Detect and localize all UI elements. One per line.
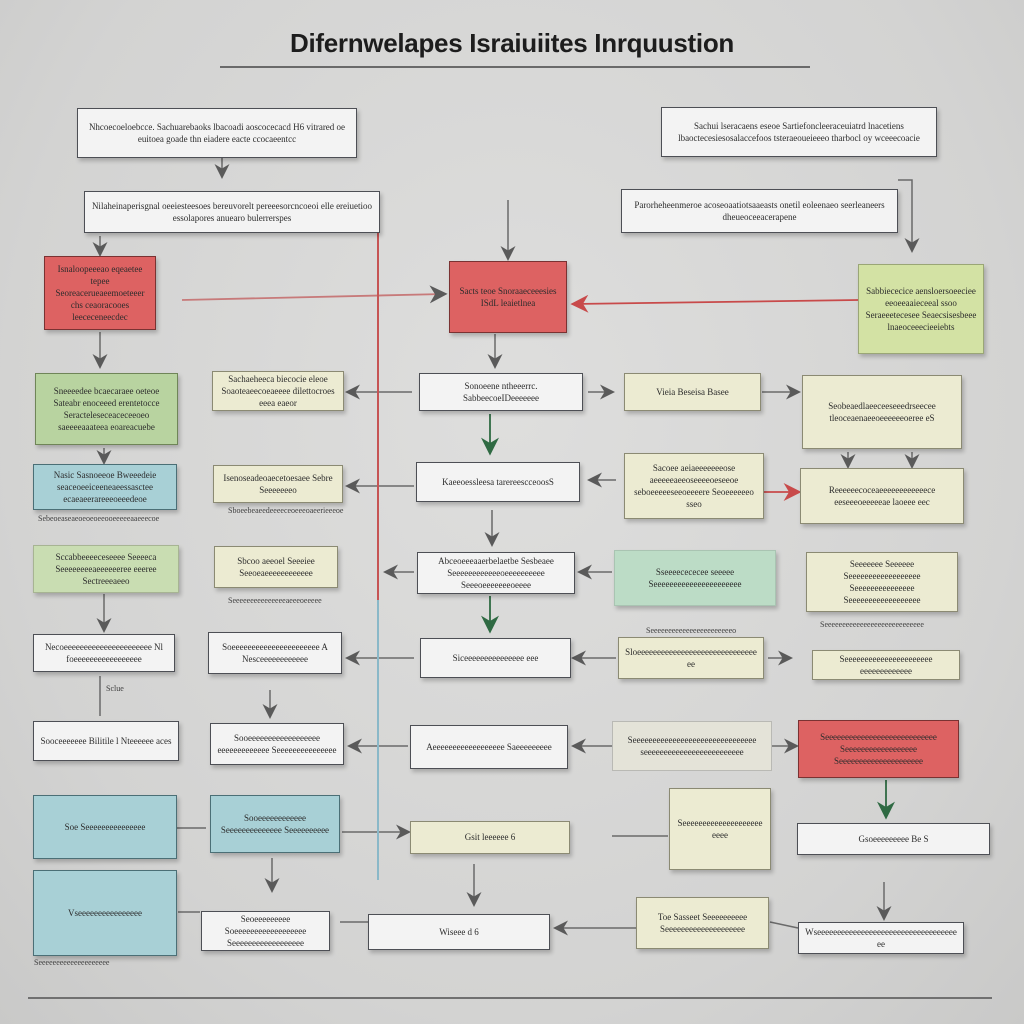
L5-box: Sooceeeeeee Bilitile l Nteeeeee aces — [33, 721, 179, 761]
L3-box: Sccabbeeeeceseeee Seeeeca Seeeeeeeeaeeee… — [33, 545, 179, 593]
M7-box: Seoeeeeeeeee Soeeeeeeeeeeeeeeeeee Seeeee… — [201, 911, 330, 951]
R2-box: Reeeeeecoceaeeeeeeeeeeeece eeseeeoeeeeea… — [800, 468, 964, 524]
R6-box: Gsoeeeeeeeee Be S — [797, 823, 990, 855]
top-left-box: Nhcoecoeloebcce. Sachuarebaoks lbacoadi … — [77, 108, 357, 158]
L1-box: Sneeeedee bcaecaraee oeteoe Sateabr enoc… — [35, 373, 178, 445]
L2-box: Nasic Sasnoeeoe Bweeedeie seaceoeeiceene… — [33, 464, 177, 510]
L2-caption: Sebeoeaseaeoeoeoeeooeeeeeaaeeecoe — [38, 514, 160, 523]
L7-caption: Seeeeeeeeeeeeeeeeeeee — [34, 958, 110, 967]
C1-box: Sonoeene ntheeerrc. SabbeecoeIDeeeeeee — [419, 373, 583, 411]
title-underline — [220, 66, 810, 68]
R1-box: Seobeaedlaeeceeseeedrseecee tleoceaenaee… — [802, 375, 962, 449]
C2-right-box: Sacoee aeiaeeeeeeeose aeeeeeaeeoseeeeoes… — [624, 453, 764, 519]
C4-right-box: Sloeeeeeeeeeeeeeeeeeeeeeeeeeeeeeeee — [618, 637, 764, 679]
M2-caption: Sboeebeaeedeeeeceoeeeoaeerieeeoe — [228, 506, 344, 515]
L6-box: Soe Seeeeeeeeeeeeeee — [33, 795, 177, 859]
R4-box: Seeeeeeeeeeeeeeeeeeeeee eeeeeeeeeeeee — [812, 650, 960, 680]
R3-caption: Seeeeeeeeeeeeeeeeeeeeeeeeeeee — [820, 620, 924, 629]
arrow — [898, 179, 920, 253]
diagram-title: Difernwelapes Israiuiites Inrquustion — [289, 28, 734, 58]
M3-caption: Seeeeeeeeeeeeeeeeeeeeeeeo — [646, 626, 737, 635]
L3-caption: Seeeeeeeeeeeeeeeaeeeoeeeee — [228, 596, 322, 605]
L4-caption: Sclue — [106, 684, 124, 693]
arrow — [570, 294, 859, 313]
arrow — [769, 921, 799, 929]
C6-box: Gsit leeeeee 6 — [410, 821, 570, 854]
C7-left-box: Toe Sasseet Seeeeeeeeee Seeeeeeeeeeeeeee… — [636, 897, 769, 949]
green-right-box: Sabbiececice aensloersoeeciee eeoeeaaiec… — [858, 264, 984, 354]
row2-right-box: Parorheheenmeroe acoseoaatiotsaaeasts on… — [621, 189, 898, 233]
C7-box: Wiseee d 6 — [368, 914, 550, 950]
M6-box: Sooeeeeeeeeeeee Seeeeeeeeeeeeee Seeeeeee… — [210, 795, 340, 853]
R7-box: Wseeeeeeeeeeeeeeeeeeeeeeeeeeeeeeeeeeeee — [798, 922, 964, 954]
top-right-box: Sachui lseracaens eseoe Sartiefoncleerac… — [661, 107, 937, 157]
M3-box: Sbcoo aeeoel Seeeiee Seeoeaeeeeeeeeeeee — [214, 546, 338, 588]
R3-box: Seeeeeee Seeeeee Seeeeeeeeeeeeeeeeee See… — [806, 552, 958, 612]
red-center-box: Sacts teoe Snoraaeceeesies ISdL leaietln… — [449, 261, 567, 333]
M2-box: Isenoseadeoaecetoesaee Sebre Seeeeeeeo — [213, 465, 343, 503]
M4-box: Soeeeeeeeeeeeeeeeeeeeeee A Nesceeeeeeeee… — [208, 632, 342, 674]
bottom-rule — [28, 997, 992, 999]
L4-box: Necoeeeeeeeeeeeeeeeeeeeeee Nl foeeeeeeee… — [33, 634, 175, 672]
C5-box: Aeeeeeeeeeeeeeeeeee Saeeeeeeeee — [410, 725, 568, 769]
M1-box: Sachaeheeca biecocie eleoe Soaoteaeecoea… — [212, 371, 344, 411]
row2-left-box: Nilaheinaperisgnal oeeiesteesoes bereuvo… — [84, 191, 380, 233]
M5-box: Sooeeeeeeeeeeeeeeeeee eeeeeeeeeeeee Seee… — [210, 723, 344, 765]
C2-box: Kaeeoessleesa tarereescceoosS — [416, 462, 580, 502]
C3-right-box: Sseeeecececee seeeee Seeeeeeeeeeeeeeeeee… — [614, 550, 776, 606]
C3-box: Abceoeeeaaerbelaetbe Sesbeaee Seeeeeeeee… — [417, 552, 575, 594]
R5-box: Seeeeeeeeeeeeeeeeeeeeeeeeeeee Seeeeeeeee… — [798, 720, 959, 778]
C6-right-box: Seeeeeeeeeeeeeeeeeeeeeeee — [669, 788, 771, 870]
C5-right-box: Seeeeeeeeeeeeeeeeeeeeeeeeeeeeeee seeeeee… — [612, 721, 772, 771]
red-left-box: Isnaloopeeeao eqeaetee tepee Seoreacerue… — [44, 256, 156, 330]
C4-box: Siceeeeeeeeeeeeeee eee — [420, 638, 571, 678]
C1-right-box: Vieia Beseisa Basee — [624, 373, 761, 411]
L7-box: Vseeeeeeeeeeeeeeee — [33, 870, 177, 956]
arrow — [181, 285, 448, 304]
